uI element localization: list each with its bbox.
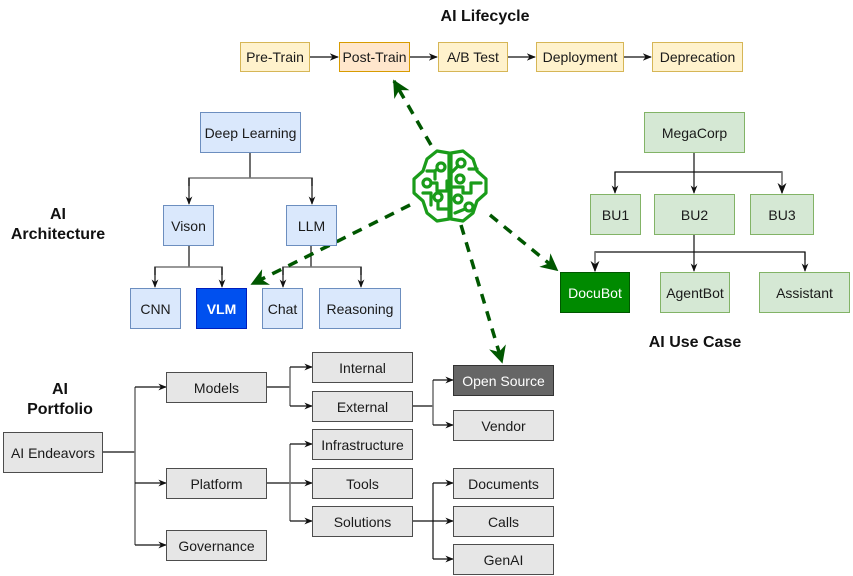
arch-node-vision[interactable]: Vison <box>163 205 214 246</box>
architecture-connectors <box>151 153 365 288</box>
usecase-node-bu2[interactable]: BU2 <box>654 194 735 235</box>
usecase-node-bu3[interactable]: BU3 <box>750 194 814 235</box>
lifecycle-step-deployment[interactable]: Deployment <box>536 42 624 72</box>
portfolio-node-genai[interactable]: GenAI <box>453 544 554 575</box>
usecase-node-megacorp[interactable]: MegaCorp <box>644 112 745 153</box>
usecase-node-bu1[interactable]: BU1 <box>590 194 641 235</box>
lifecycle-step-posttrain[interactable]: Post-Train <box>339 42 410 72</box>
use-case-title: AI Use Case <box>648 334 742 351</box>
hub-connectors <box>250 79 559 364</box>
portfolio-node-models[interactable]: Models <box>166 372 267 403</box>
hub-to-posttrain <box>392 79 433 146</box>
usecase-node-assistant[interactable]: Assistant <box>759 272 850 313</box>
lifecycle-title: AI Lifecycle <box>440 8 530 25</box>
use-case-connectors <box>590 153 809 273</box>
hub-to-vlm <box>250 203 411 286</box>
usecase-node-agentbot[interactable]: AgentBot <box>660 272 730 313</box>
portfolio-node-solutions[interactable]: Solutions <box>312 506 413 537</box>
portfolio-node-vendor[interactable]: Vendor <box>453 410 554 441</box>
arch-node-vlm[interactable]: VLM <box>196 288 247 329</box>
portfolio-node-platform[interactable]: Platform <box>166 468 267 499</box>
arch-node-deep-learning[interactable]: Deep Learning <box>200 112 301 153</box>
lifecycle-step-deprecation[interactable]: Deprecation <box>652 42 743 72</box>
architecture-title: AI Architecture <box>10 206 106 243</box>
usecase-node-docubot[interactable]: DocuBot <box>560 272 630 313</box>
portfolio-node-external[interactable]: External <box>312 391 413 422</box>
lifecycle-step-abtest[interactable]: A/B Test <box>438 42 508 72</box>
arch-node-chat[interactable]: Chat <box>262 288 303 329</box>
portfolio-node-tools[interactable]: Tools <box>312 468 413 499</box>
portfolio-node-governance[interactable]: Governance <box>166 530 267 561</box>
ai-brain-circuit-icon[interactable] <box>412 149 488 223</box>
portfolio-node-infrastructure[interactable]: Infrastructure <box>312 429 413 460</box>
portfolio-node-ai-endeavors[interactable]: AI Endeavors <box>3 432 103 473</box>
portfolio-title: AI Portfolio <box>27 381 93 418</box>
portfolio-node-open-source[interactable]: Open Source <box>453 365 554 396</box>
hub-to-docubot <box>488 213 559 272</box>
hub-to-opensource <box>459 224 506 364</box>
arch-node-llm[interactable]: LLM <box>286 205 337 246</box>
portfolio-node-calls[interactable]: Calls <box>453 506 554 537</box>
portfolio-node-documents[interactable]: Documents <box>453 468 554 499</box>
portfolio-connectors <box>103 363 454 563</box>
portfolio-node-internal[interactable]: Internal <box>312 352 413 383</box>
arch-node-reasoning[interactable]: Reasoning <box>319 288 401 329</box>
lifecycle-step-pretrain[interactable]: Pre-Train <box>240 42 310 72</box>
arch-node-cnn[interactable]: CNN <box>130 288 181 329</box>
